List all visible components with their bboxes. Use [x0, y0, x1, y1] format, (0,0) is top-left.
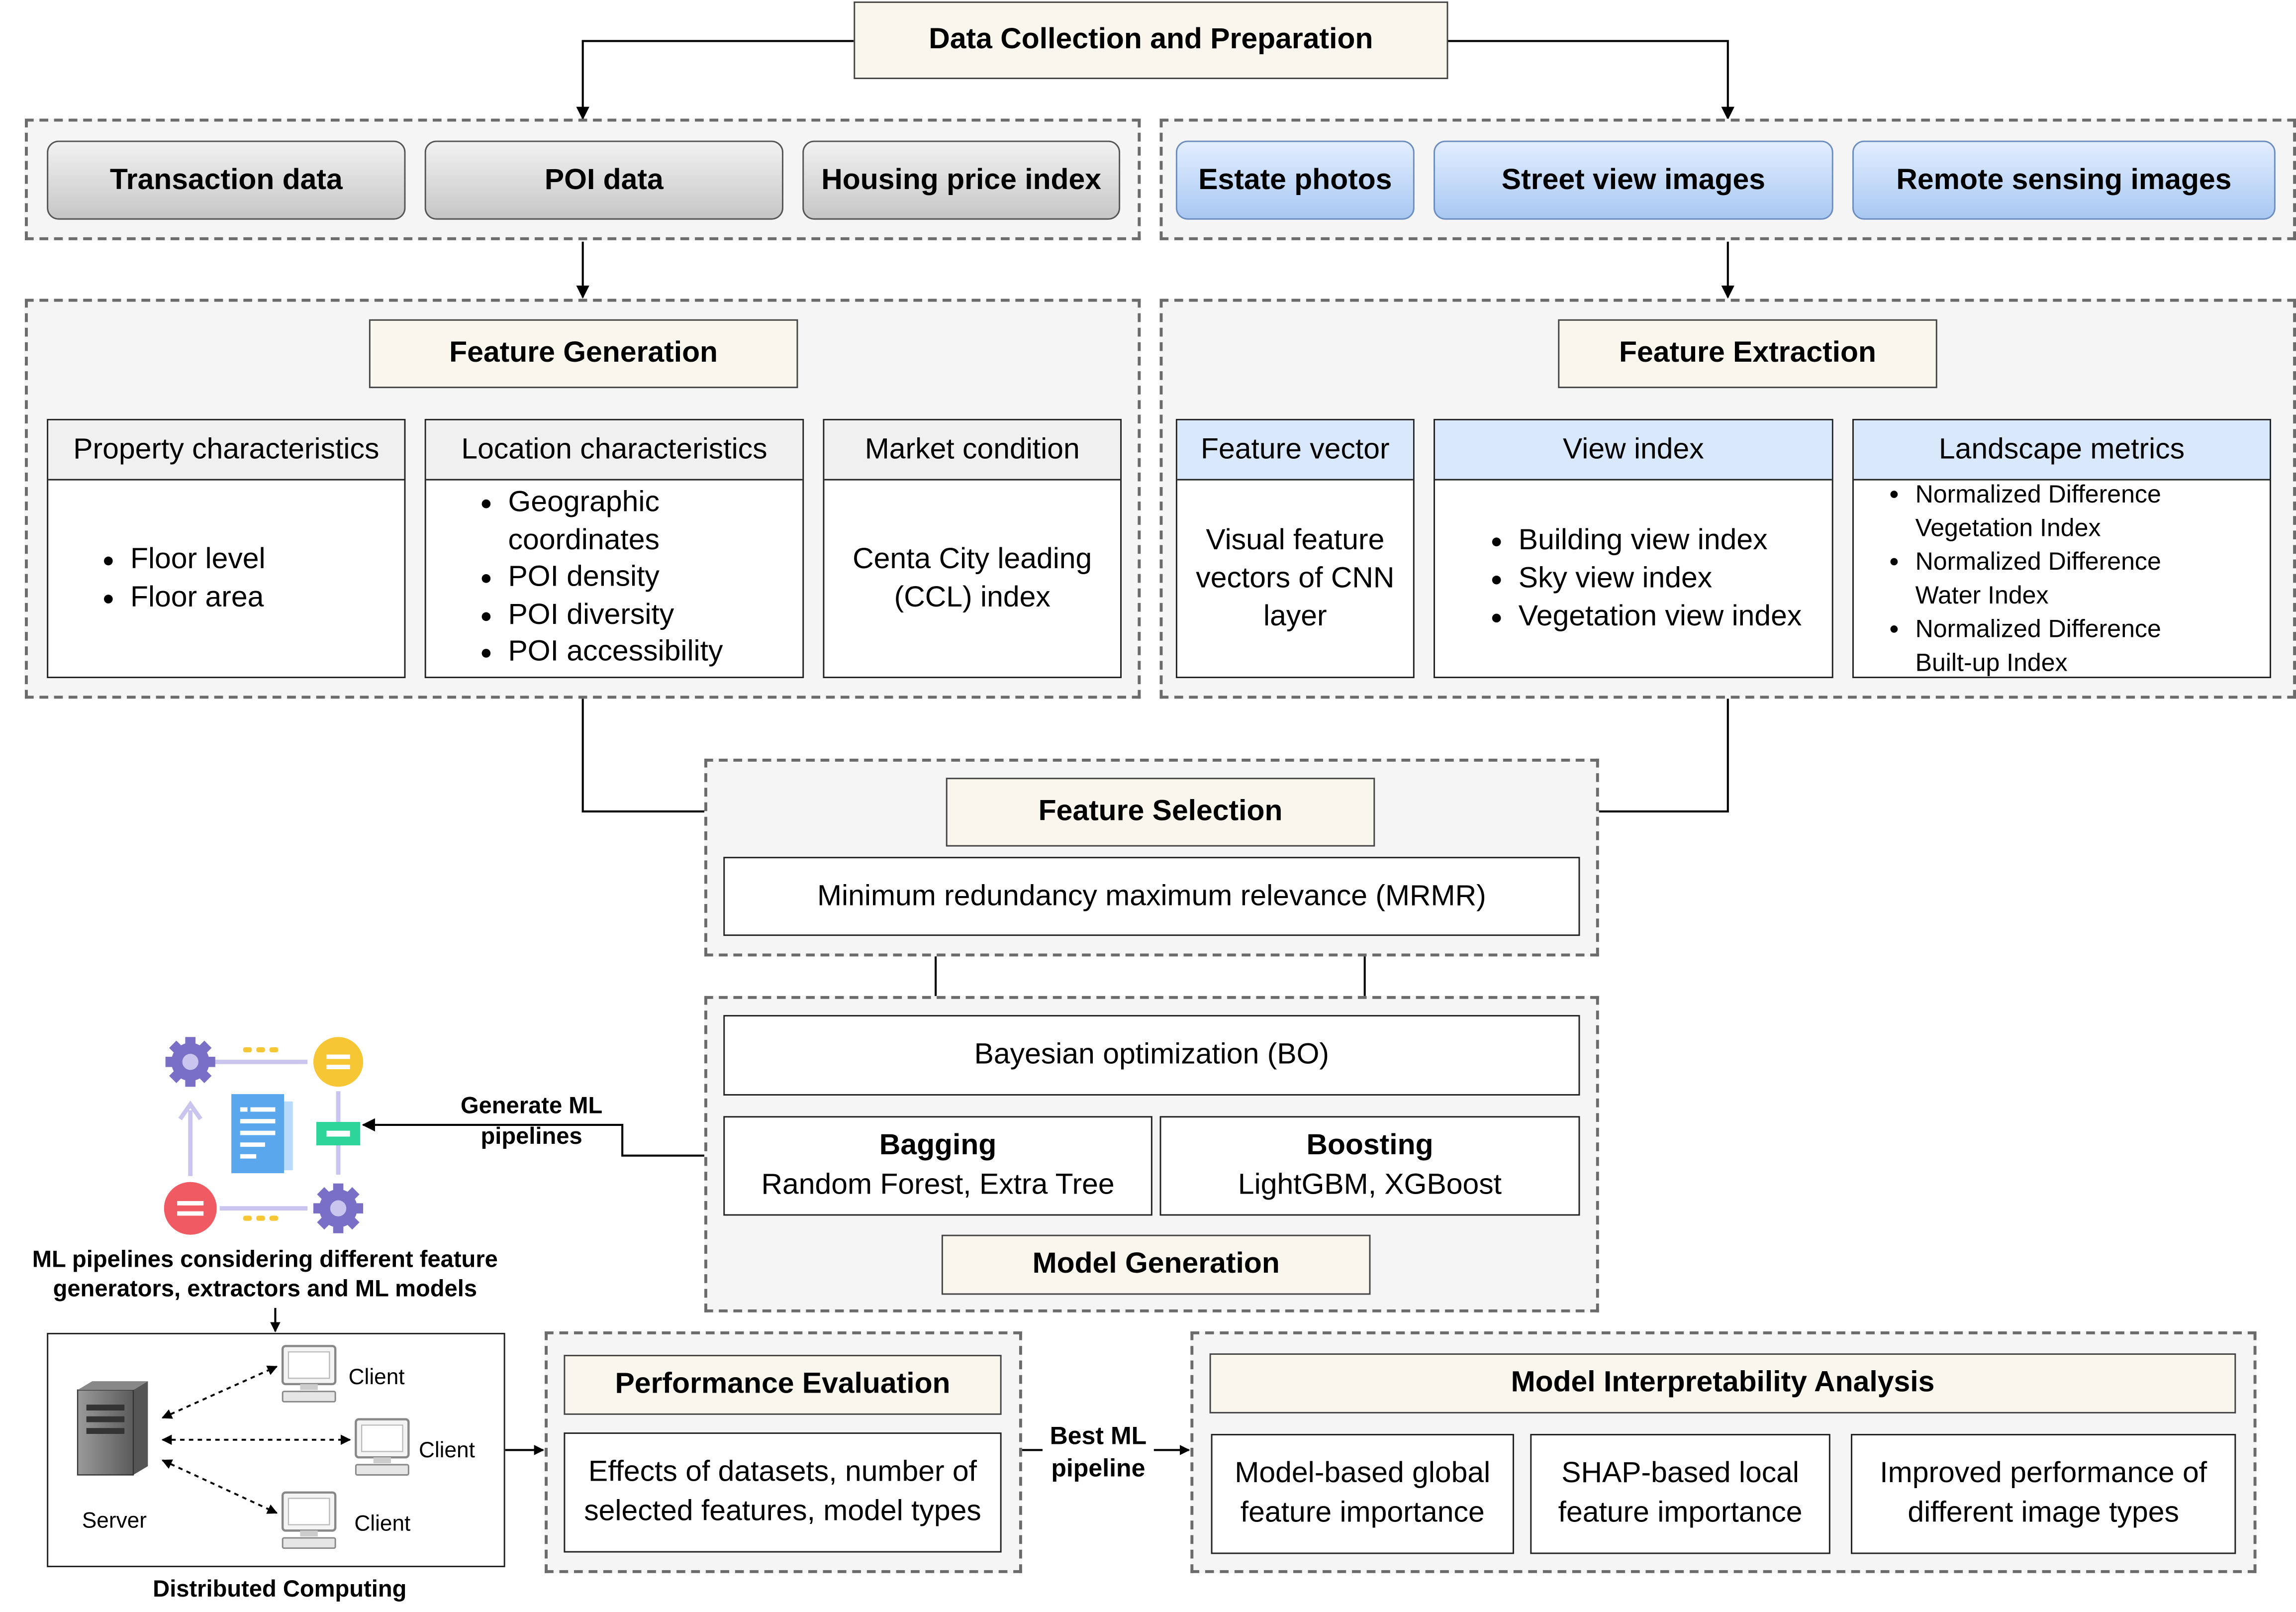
client-icon: [355, 1418, 410, 1476]
server-label: Server: [82, 1509, 147, 1534]
client-icon: [281, 1491, 337, 1549]
client-label: Client: [348, 1365, 405, 1390]
feature-selection-title: Feature Selection: [946, 778, 1375, 847]
property-characteristics-card: Property characteristics Floor level Flo…: [47, 418, 406, 679]
feature-generation-title: Feature Generation: [369, 319, 798, 389]
housing-price-index-pill: Housing price index: [802, 140, 1121, 220]
model-generation-title: Model Generation: [941, 1234, 1371, 1295]
red-node-icon: [164, 1182, 217, 1235]
list-item: Normalized Difference Vegetation Index: [1915, 477, 2208, 545]
view-index-body: Building view index Sky view index Veget…: [1435, 481, 1832, 677]
location-characteristics-card: Location characteristics Geographic coor…: [424, 418, 804, 679]
arrow-top-left: [576, 40, 854, 120]
bagging-box: Bagging Random Forest, Extra Tree: [723, 1116, 1152, 1216]
property-characteristics-header: Property characteristics: [48, 420, 404, 481]
document-icon: [231, 1094, 293, 1174]
client-label: Client: [354, 1511, 411, 1537]
list-item: POI accessibility: [508, 635, 803, 672]
list-item: Normalized Difference Built-up Index: [1915, 612, 2208, 680]
interpretability-title: Model Interpretability Analysis: [1209, 1353, 2236, 1413]
bayesian-optimization-box: Bayesian optimization (BO): [723, 1015, 1580, 1096]
data-collection-title: Data Collection and Preparation: [854, 1, 1448, 79]
performance-evaluation-body: Effects of datasets, number of selected …: [564, 1432, 1002, 1553]
best-pipeline-label: Best ML pipeline: [1050, 1422, 1147, 1483]
remote-sensing-images-pill: Remote sensing images: [1852, 140, 2276, 220]
list-item: POI diversity: [508, 598, 803, 635]
client-label: Client: [418, 1438, 475, 1463]
bagging-title: Bagging: [879, 1129, 997, 1162]
image-types-box: Improved performance of different image …: [1851, 1434, 2236, 1554]
boosting-box: Boosting LightGBM, XGBoost: [1159, 1116, 1580, 1216]
list-item: Sky view index: [1519, 560, 1832, 598]
global-importance-box: Model-based global feature importance: [1211, 1434, 1514, 1554]
list-item: Normalized Difference Water Index: [1915, 545, 2208, 612]
client-icon: [281, 1345, 337, 1403]
yellow-node-icon: [313, 1037, 364, 1087]
ml-pipelines-icon: [164, 1037, 364, 1235]
market-condition-card: Market condition Centa City leading (CCL…: [823, 418, 1122, 679]
landscape-metrics-header: Landscape metrics: [1853, 420, 2270, 481]
generate-pipelines-label: Generate ML pipelines: [460, 1094, 603, 1150]
server-icon: [77, 1381, 148, 1476]
feature-vector-body: Visual feature vectors of CNN layer: [1196, 524, 1395, 633]
landscape-metrics-body: Normalized Difference Vegetation Index N…: [1854, 480, 2270, 680]
street-view-images-pill: Street view images: [1434, 140, 1833, 220]
location-characteristics-header: Location characteristics: [426, 420, 803, 481]
gear-icon: [165, 1037, 215, 1087]
arrow-generate-pipelines: [362, 1118, 705, 1157]
boosting-models: LightGBM, XGBoost: [1238, 1169, 1502, 1201]
view-index-card: View index Building view index Sky view …: [1434, 418, 1833, 679]
gear-icon: [313, 1183, 364, 1233]
market-condition-header: Market condition: [824, 420, 1121, 481]
estate-photos-pill: Estate photos: [1175, 140, 1415, 220]
list-item: Floor area: [130, 579, 404, 617]
pipelines-caption: ML pipelines considering different featu…: [32, 1248, 498, 1302]
arrow-top-right: [1448, 40, 1735, 120]
shap-importance-box: SHAP-based local feature importance: [1530, 1434, 1830, 1554]
boosting-title: Boosting: [1306, 1129, 1434, 1162]
list-item: Floor level: [130, 540, 404, 579]
location-characteristics-body: Geographic coordinates POI density POI d…: [426, 481, 803, 677]
bagging-models: Random Forest, Extra Tree: [761, 1169, 1115, 1201]
property-characteristics-body: Floor level Floor area: [48, 481, 404, 677]
feature-extraction-title: Feature Extraction: [1558, 319, 1937, 389]
performance-evaluation-title: Performance Evaluation: [564, 1355, 1002, 1415]
distributed-computing-caption: Distributed Computing: [153, 1577, 407, 1603]
market-condition-body: Centa City leading (CCL) index: [853, 543, 1092, 614]
green-connector-icon: [316, 1122, 361, 1146]
mrmr-box: Minimum redundancy maximum relevance (MR…: [723, 857, 1580, 936]
landscape-metrics-card: Landscape metrics Normalized Difference …: [1852, 418, 2271, 680]
feature-vector-header: Feature vector: [1177, 420, 1413, 481]
transaction-data-pill: Transaction data: [47, 140, 406, 220]
list-item: POI density: [508, 560, 803, 597]
feature-vector-card: Feature vector Visual feature vectors of…: [1175, 418, 1415, 679]
distributed-computing-box: Client Client Client Server: [47, 1332, 505, 1567]
list-item: Geographic coordinates: [508, 485, 713, 560]
distributed-network: [77, 1345, 410, 1549]
list-item: Vegetation view index: [1519, 598, 1832, 636]
poi-data-pill: POI data: [424, 140, 783, 220]
list-item: Building view index: [1519, 521, 1832, 560]
view-index-header: View index: [1435, 420, 1832, 481]
